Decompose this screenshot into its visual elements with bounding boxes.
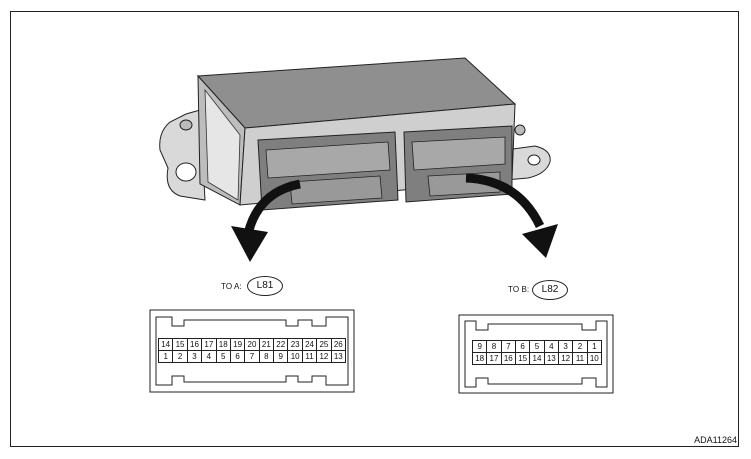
pin-cell: 2 <box>573 341 587 352</box>
pin-cell: 8 <box>487 341 501 352</box>
pin-cell: 6 <box>515 341 530 352</box>
pin-cell: 13 <box>544 353 558 364</box>
pin-cell: 1 <box>159 351 173 362</box>
figure-frame <box>10 11 739 447</box>
left-mount-hole <box>175 162 197 182</box>
pin-cell: 7 <box>245 351 259 362</box>
pin-cell: 24 <box>302 339 317 350</box>
pin-cell: 16 <box>187 339 202 350</box>
pin-cell: 8 <box>259 351 274 362</box>
pin-cell: 4 <box>202 351 216 362</box>
pin-cell: 17 <box>202 339 216 350</box>
pin-cell: 3 <box>558 341 573 352</box>
pin-cell: 19 <box>230 339 245 350</box>
pin-cell: 15 <box>515 353 530 364</box>
connector-b-code-oval: L82 <box>532 280 568 300</box>
pin-cell: 23 <box>288 339 302 350</box>
pin-cell: 17 <box>487 353 501 364</box>
pin-cell: 9 <box>274 351 288 362</box>
pin-cell: 18 <box>473 353 487 364</box>
right-mount-hole <box>527 154 541 166</box>
pin-cell: 5 <box>530 341 544 352</box>
pin-cell: 13 <box>331 351 345 362</box>
pin-cell: 26 <box>331 339 345 350</box>
pin-cell: 10 <box>288 351 302 362</box>
connector-b-label: TO B: <box>508 285 530 294</box>
right-mounting-flange <box>504 145 551 181</box>
pin-cell: 9 <box>473 341 487 352</box>
pin-cell: 21 <box>259 339 274 350</box>
pin-cell: 18 <box>216 339 230 350</box>
pin-cell: 22 <box>274 339 288 350</box>
pin-cell: 11 <box>302 351 317 362</box>
pin-cell: 14 <box>530 353 544 364</box>
pin-cell: 4 <box>544 341 558 352</box>
connector-a-code-oval: L81 <box>247 276 283 296</box>
pin-cell: 3 <box>187 351 202 362</box>
pin-cell: 12 <box>558 353 573 364</box>
arrow-to-b <box>465 173 545 229</box>
pin-cell: 6 <box>230 351 245 362</box>
pin-cell: 2 <box>173 351 187 362</box>
pin-cell: 25 <box>317 339 331 350</box>
pin-cell: 11 <box>573 353 587 364</box>
pin-cell: 12 <box>317 351 331 362</box>
connector-a-label: TO A: <box>221 282 242 291</box>
arrow-to-a <box>243 179 301 236</box>
pin-cell: 5 <box>216 351 230 362</box>
figure-code: ADA11264 <box>694 435 737 445</box>
pin-cell: 16 <box>501 353 515 364</box>
pin-cell: 14 <box>159 339 173 350</box>
pin-cell: 7 <box>501 341 515 352</box>
pin-cell: 1 <box>587 341 601 352</box>
pin-cell: 20 <box>245 339 259 350</box>
pin-cell: 10 <box>587 353 601 364</box>
pin-cell: 15 <box>173 339 187 350</box>
